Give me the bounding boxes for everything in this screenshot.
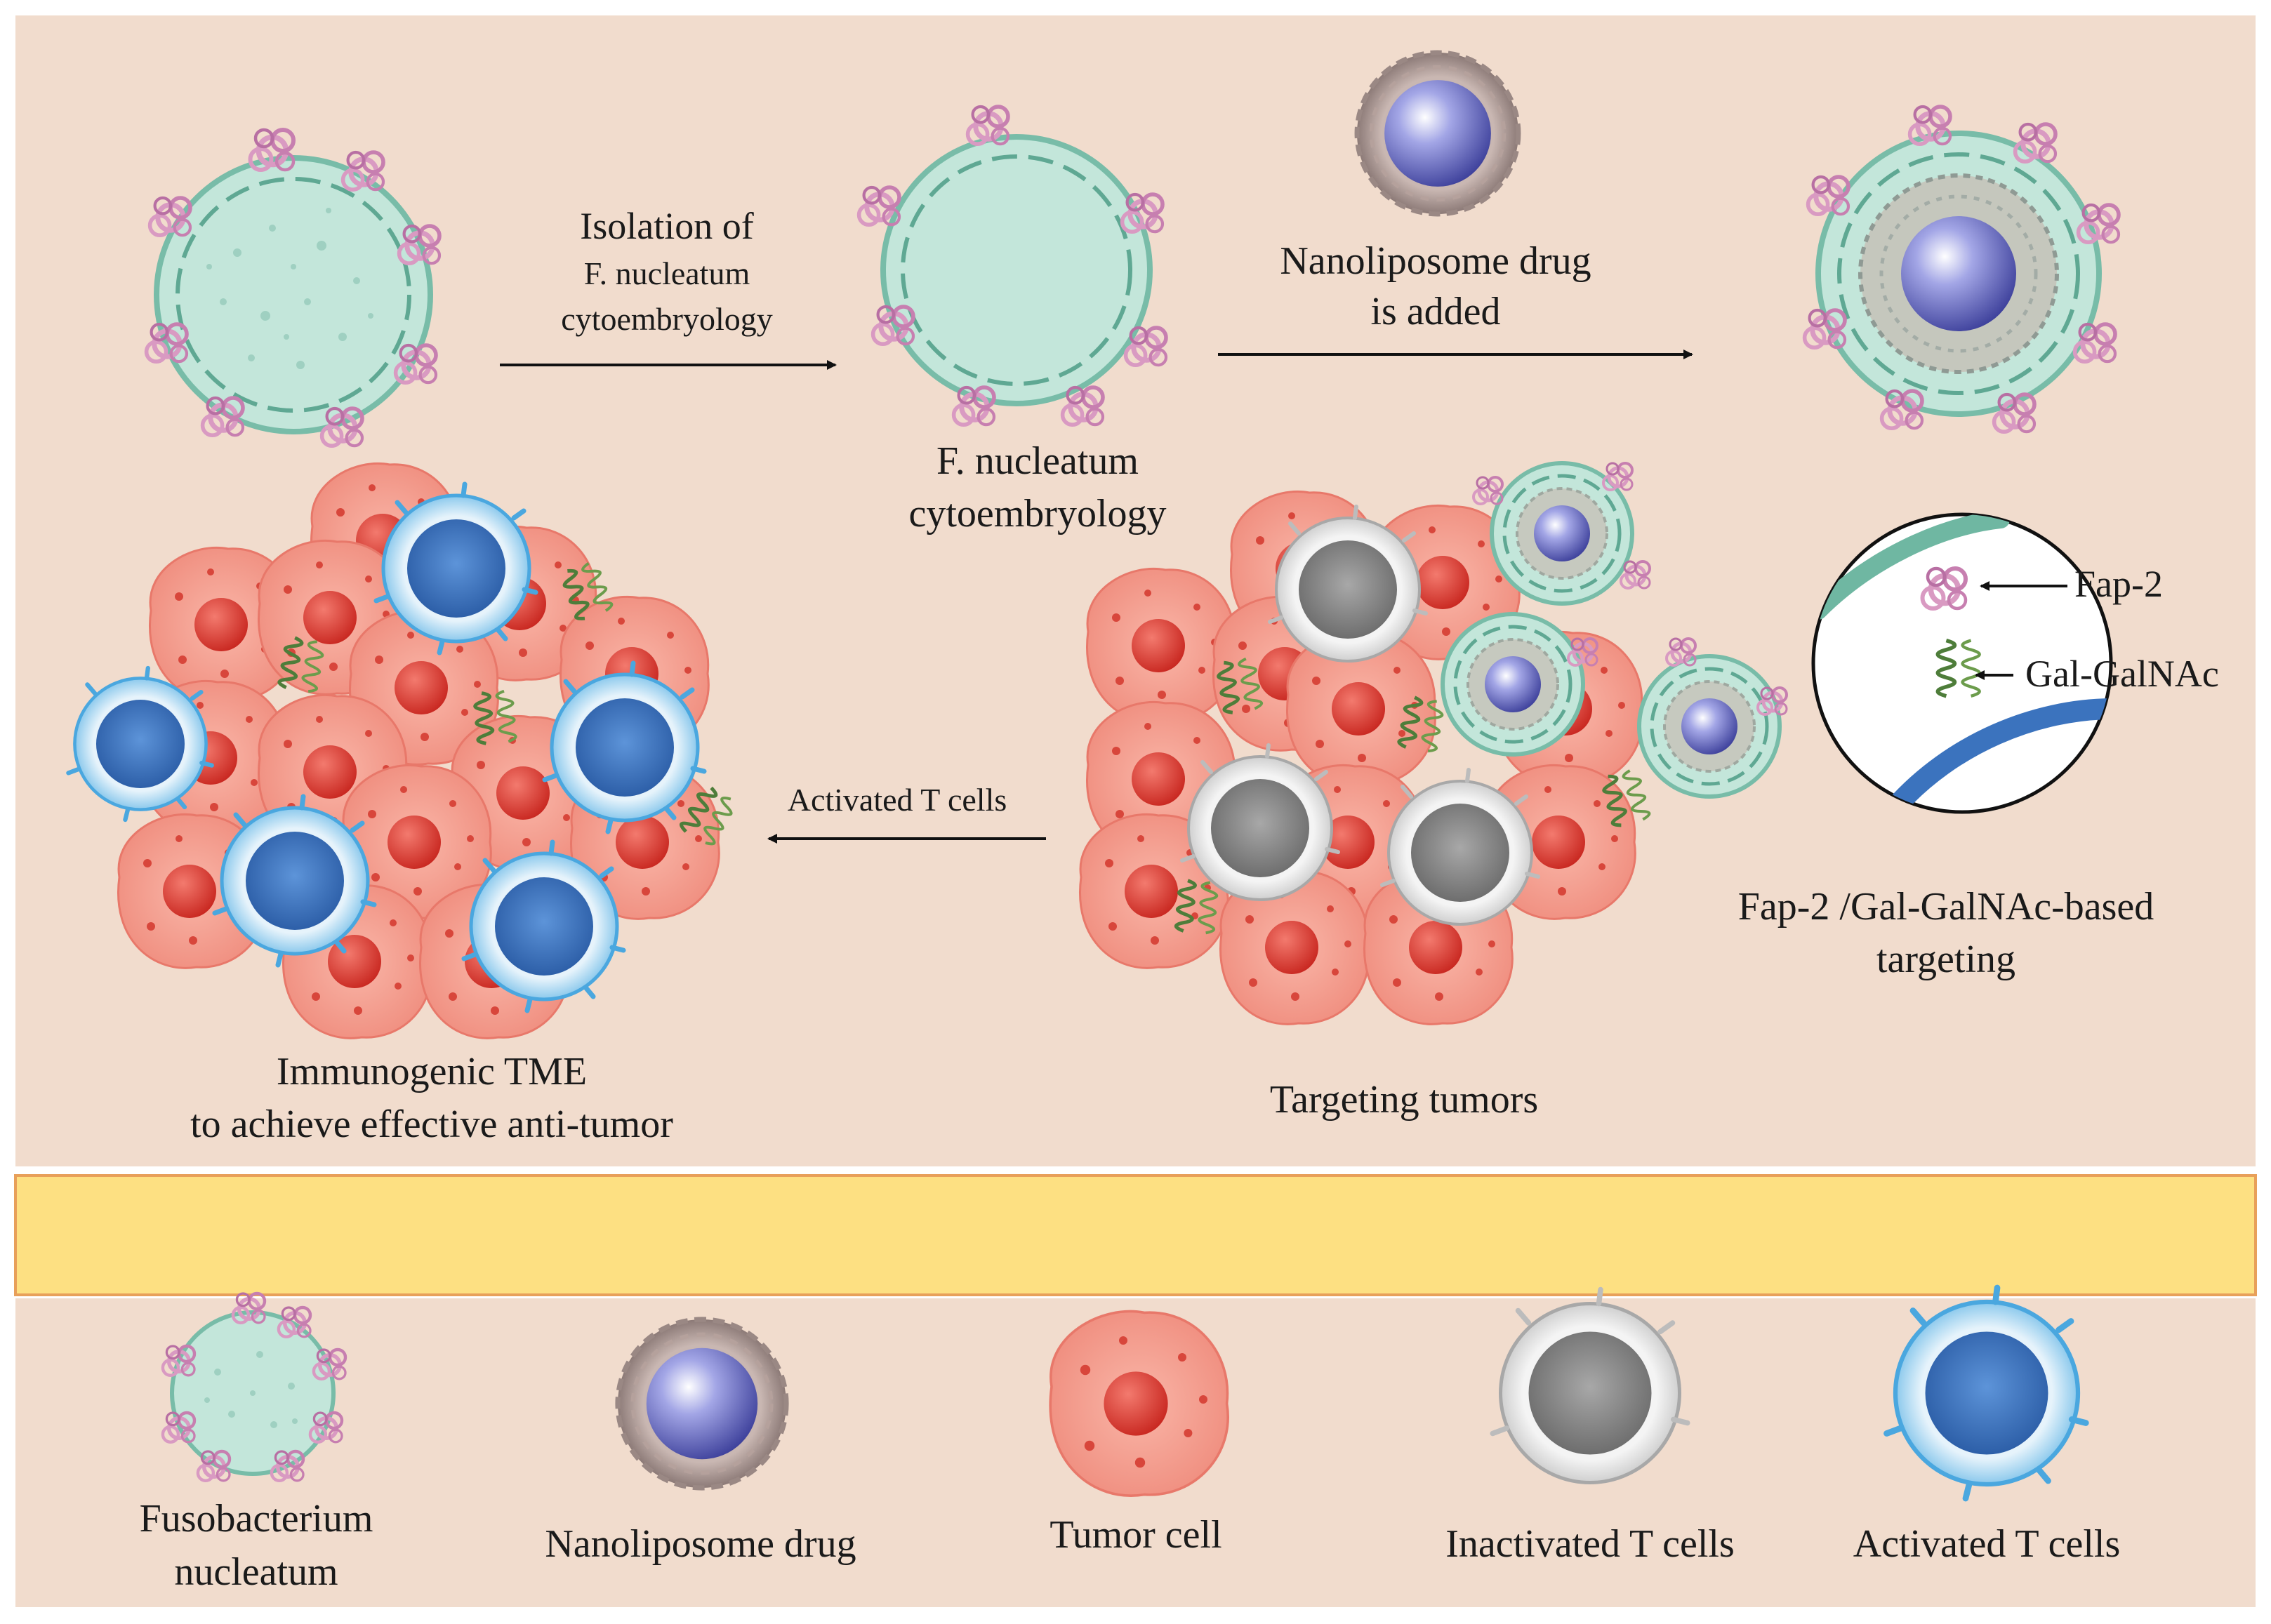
- targeting-inset: [1811, 512, 2113, 814]
- legend-inactivated-label: Inactivated T cells: [1445, 1522, 1735, 1566]
- cytoembryology-label-2: cytoembryology: [908, 492, 1166, 535]
- inset-caption-2: targeting: [1876, 938, 2015, 981]
- targeting-tumors-label: Targeting tumors: [1270, 1078, 1538, 1122]
- drug-added-label-2: is added: [1370, 290, 1500, 333]
- fusobacterium-illustration: [147, 130, 439, 446]
- isolation-label-1: Isolation of: [580, 205, 753, 247]
- isolation-label-3: cytoembryology: [561, 301, 773, 337]
- legend-activated-label: Activated T cells: [1853, 1522, 2121, 1566]
- divider-band: [14, 1174, 2257, 1296]
- fap2-label: Fap-2: [2074, 563, 2163, 605]
- cytoembryology-illustration: [859, 107, 1166, 425]
- cytoembryology-label-1: F. nucleatum: [936, 439, 1139, 483]
- immunogenic-label-1: Immunogenic TME: [277, 1050, 587, 1093]
- legend-fusobacterium-label-1: Fusobacterium: [140, 1497, 373, 1540]
- drug-added-label-1: Nanoliposome drug: [1280, 239, 1591, 283]
- activated-arrow-label: Activated T cells: [788, 782, 1007, 818]
- legend-fusobacterium-label-2: nucleatum: [174, 1550, 338, 1594]
- legend-fusobacterium-icon: [163, 1293, 345, 1481]
- legend-nanoliposome-icon: [618, 1319, 786, 1488]
- inset-caption-1: Fap-2 /Gal-GalNAc-based: [1738, 885, 2154, 929]
- loaded-vesicle-illustration: [1805, 107, 2119, 432]
- immunogenic-label-2: to achieve effective anti-tumor: [190, 1103, 673, 1146]
- legend-tumor-icon: [1049, 1310, 1229, 1497]
- galnac-label: Gal-GalNAc: [2025, 653, 2219, 695]
- isolation-label-2: F. nucleatum: [584, 255, 750, 291]
- legend-nanoliposome-label: Nanoliposome drug: [545, 1522, 856, 1566]
- legend-tumor-label: Tumor cell: [1050, 1513, 1221, 1557]
- nanoliposome-drug-illustration: [1357, 53, 1518, 214]
